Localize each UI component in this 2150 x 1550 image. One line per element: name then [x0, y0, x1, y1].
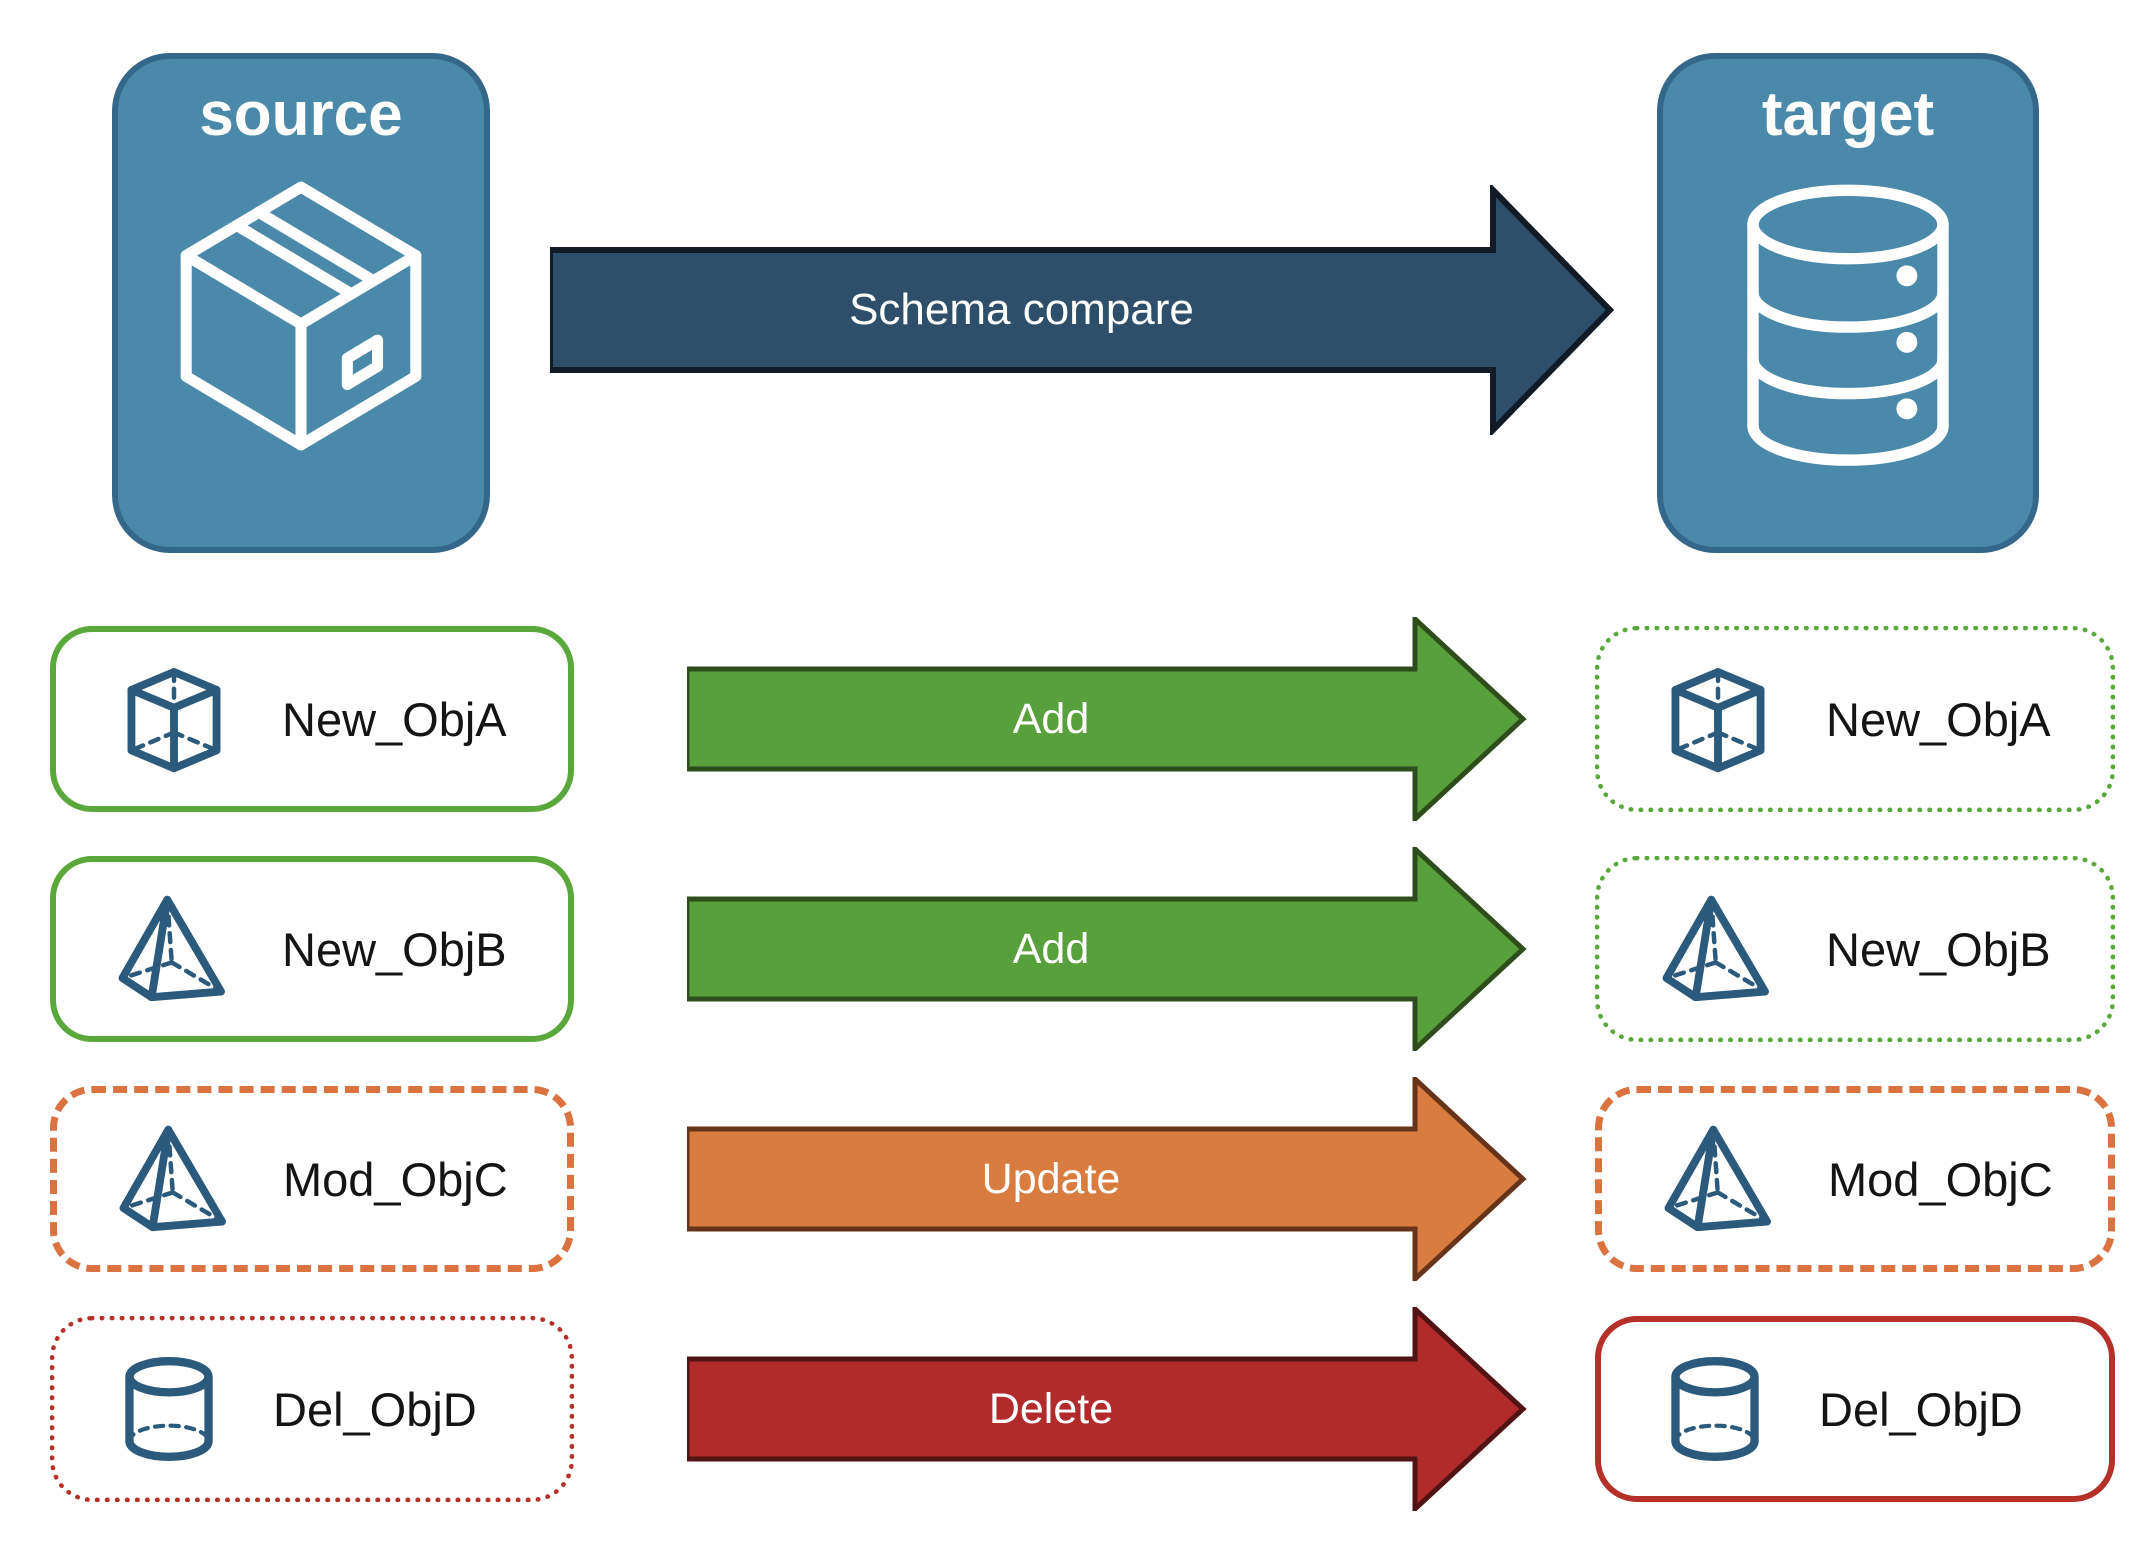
object-row-new-obja: New_ObjA Add New_ObjA [0, 617, 2150, 821]
action-arrow-label: Add [1012, 924, 1090, 973]
source-object-card: New_ObjB [50, 856, 574, 1042]
add-action-arrow: Add [687, 617, 1527, 821]
object-name-label: Del_ObjD [1819, 1382, 2023, 1436]
action-arrow-label: Update [981, 1154, 1121, 1203]
object-row-mod-objc: Mod_ObjC Update Mod_ObjC [0, 1077, 2150, 1281]
pyramid-icon [1662, 895, 1769, 1002]
database-icon [1747, 184, 1949, 466]
action-arrow-label: Delete [988, 1384, 1114, 1433]
source-object-card: New_ObjA [50, 626, 574, 812]
pyramid-icon [118, 895, 225, 1002]
cylinder-icon [1671, 1357, 1759, 1461]
pyramid-icon [119, 1125, 226, 1232]
object-name-label: Mod_ObjC [283, 1152, 508, 1206]
target-panel-title: target [1761, 80, 1935, 149]
delete-action-arrow: Delete [687, 1307, 1527, 1511]
schema-compare-label: Schema compare [849, 285, 1194, 334]
target-panel: target [1657, 53, 2039, 553]
object-name-label: Del_ObjD [273, 1382, 477, 1436]
object-name-label: New_ObjB [282, 922, 507, 976]
cylinder-icon [125, 1357, 213, 1461]
object-name-label: New_ObjA [1826, 692, 2051, 746]
target-object-card: New_ObjB [1595, 856, 2115, 1042]
object-row-del-objd: Del_ObjD Delete Del_ObjD [0, 1307, 2150, 1511]
source-panel-title: source [199, 80, 403, 149]
source-object-card: Mod_ObjC [50, 1086, 574, 1272]
package-icon [180, 181, 422, 451]
cube-icon [127, 668, 221, 773]
object-row-new-objb: New_ObjB Add New_ObjB [0, 847, 2150, 1051]
target-object-card: New_ObjA [1595, 626, 2115, 812]
object-name-label: New_ObjA [282, 692, 507, 746]
object-name-label: New_ObjB [1826, 922, 2051, 976]
object-name-label: Mod_ObjC [1828, 1152, 2053, 1206]
target-object-card: Mod_ObjC [1595, 1086, 2115, 1272]
update-action-arrow: Update [687, 1077, 1527, 1281]
target-object-card: Del_ObjD [1595, 1316, 2115, 1502]
add-action-arrow: Add [687, 847, 1527, 1051]
source-panel: source [112, 53, 490, 553]
pyramid-icon [1664, 1125, 1771, 1232]
schema-compare-arrow: Schema compare [550, 185, 1620, 435]
cube-icon [1671, 668, 1765, 773]
source-object-card: Del_ObjD [50, 1316, 574, 1502]
action-arrow-label: Add [1012, 694, 1090, 743]
